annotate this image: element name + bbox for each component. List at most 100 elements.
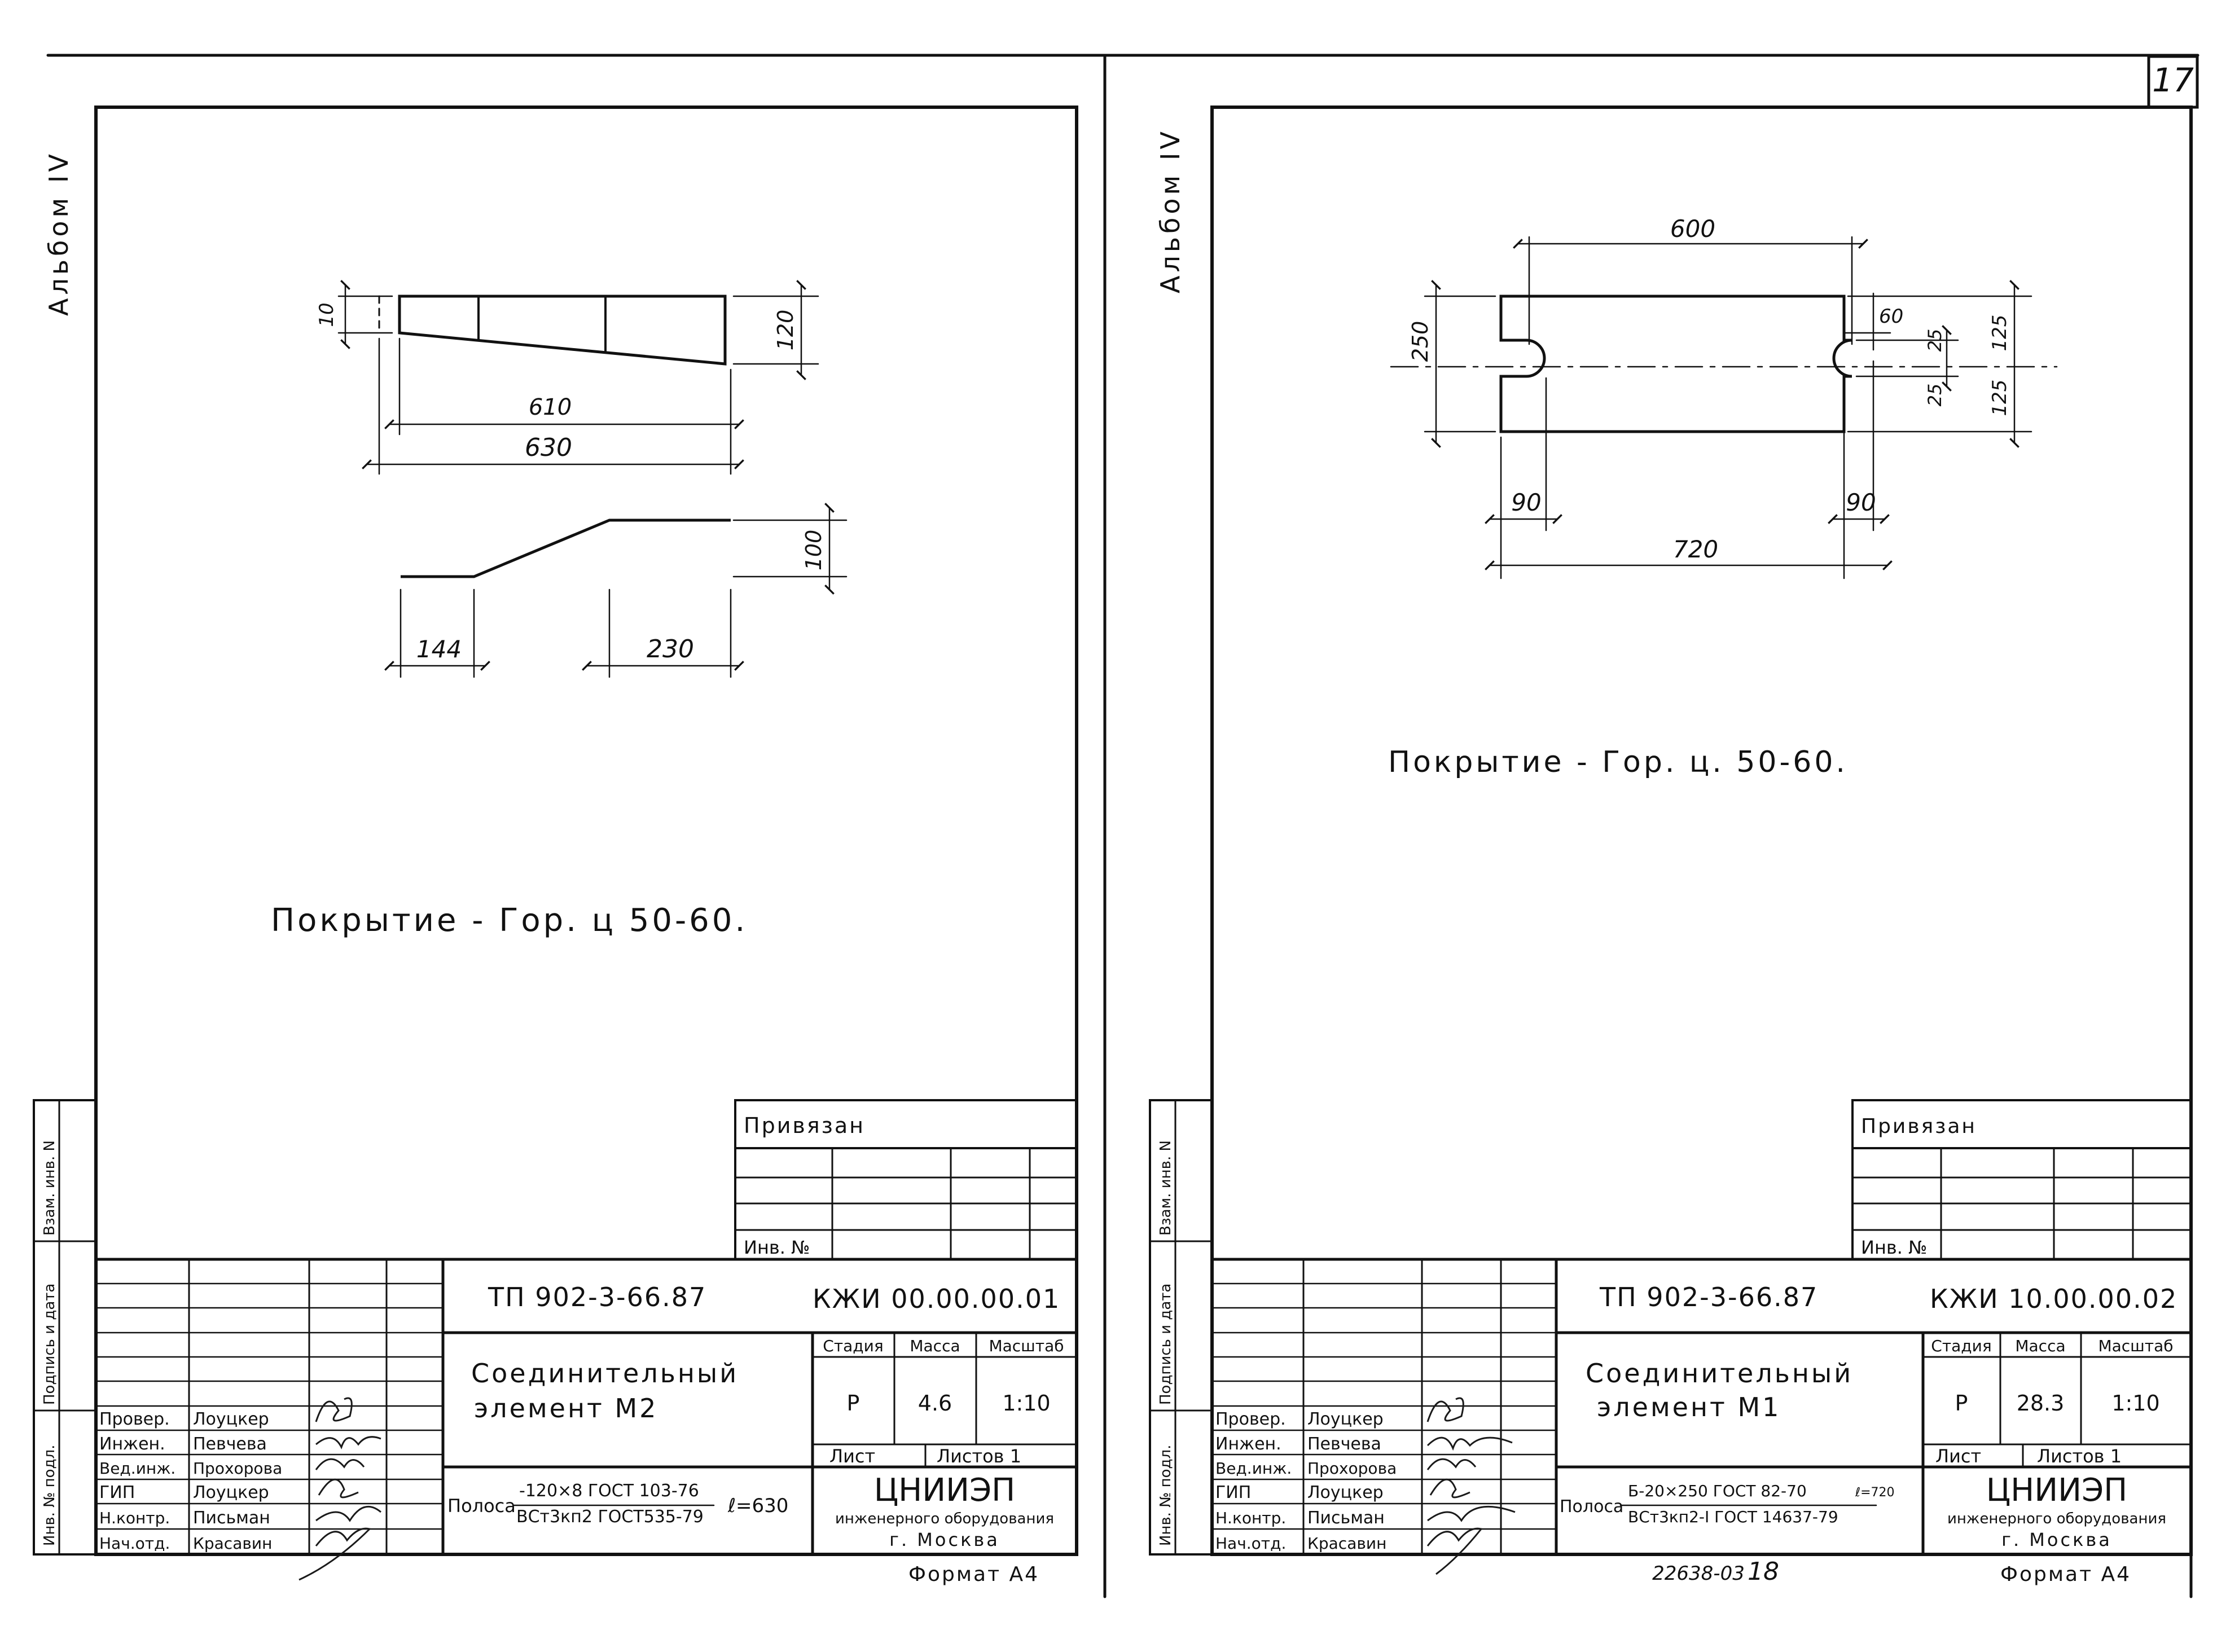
privyazan-block: Привязан Инв. № [734,1099,1078,1260]
svg-text:Масштаб: Масштаб [2098,1337,2173,1355]
org-line2: инженерного оборудования [835,1510,1054,1527]
plate-view: 600 250 60 25 25 125 125 [1390,215,2058,579]
coating-note: Покрытие - Гор. ц 50-60. [271,902,748,939]
material-bottom: ВСт3кп2-I ГОСТ 14637-79 [1628,1508,1838,1526]
coating-note: Покрытие - Гор. ц. 50-60. [1388,745,1848,779]
title-line-1: Соединительный [471,1358,739,1389]
svg-text:ГИП: ГИП [99,1483,135,1502]
title-line-2: элемент М2 [474,1393,658,1423]
title-block: Провер. Лоуцкер Инжен. Певчева Вед.инж. … [1210,1258,2193,1575]
dim-label-144: 144 [416,635,462,663]
side-stamp: Инв. № подл. Подпись и дата Взам. инв. N [33,1099,97,1556]
material-prefix: Полоса [1560,1497,1623,1517]
signatures [298,1397,381,1581]
svg-text:Прохорова: Прохорова [193,1459,282,1478]
svg-text:Провер.: Провер. [1215,1409,1286,1429]
sheet-m2: Альбом IV 10 120 610 630 [33,106,1078,1586]
dim-label-125-lower: 125 [1988,380,2011,416]
svg-text:Лоуцкер: Лоуцкер [1307,1409,1384,1429]
dim-label-90-left: 90 [1511,489,1541,516]
org-line2: инженерного оборудования [1947,1510,2166,1527]
svg-text:Стадия: Стадия [1931,1337,1991,1355]
plate-outline [1499,295,1852,433]
svg-text:Красавин: Красавин [1307,1534,1386,1553]
svg-text:Подпись и дата: Подпись и дата [41,1284,58,1405]
title-line-1: Соединительный [1586,1358,1853,1389]
doc-code: ТП 902-3-66.87 [1599,1282,1818,1312]
svg-text:Н.контр.: Н.контр. [99,1509,170,1527]
format-label: Формат А4 [908,1563,1039,1586]
material-top: Б-20×250 ГОСТ 82-70 [1628,1482,1807,1500]
sheet-number: 17 [2152,61,2194,99]
svg-text:Масштаб: Масштаб [989,1337,1064,1355]
svg-text:Провер.: Провер. [99,1409,170,1429]
archive-stamp: 22638-03 [1652,1562,1745,1585]
side-view: 100 144 230 [384,503,848,678]
org-city: г. Москва [2001,1529,2112,1550]
doc-code: ТП 902-3-66.87 [488,1282,706,1312]
doc-mark: КЖИ 00.00.00.01 [813,1284,1060,1314]
org-name: ЦНИИЭП [1986,1472,2128,1509]
svg-text:Листов 1: Листов 1 [2037,1446,2122,1467]
material-length: ℓ=720 [1855,1486,1895,1500]
side-stamp: Инв. № подл. Подпись и дата Взам. инв. N [1149,1099,1213,1556]
dim-label-120: 120 [773,310,798,351]
signatures [1426,1397,1516,1575]
privyazan-label: Привязан [1861,1115,1977,1138]
material-bottom: ВСт3кп2 ГОСТ535-79 [516,1507,704,1527]
svg-text:Лист: Лист [829,1446,875,1467]
top-view: 10 120 610 630 [315,280,819,475]
sheet-m1: Альбом IV 600 250 60 25 25 [1149,106,2193,1598]
title-line-2: элемент М1 [1597,1392,1781,1422]
svg-text:Инв. № подл.: Инв. № подл. [41,1445,58,1546]
scale-value: 1:10 [1002,1391,1050,1416]
dim-label-230: 230 [647,635,694,664]
stage-value: Р [1955,1391,1968,1416]
dim-label-630: 630 [525,433,572,462]
org-name: ЦНИИЭП [874,1472,1016,1509]
svg-text:Письман: Письман [193,1508,270,1528]
plate-outline [398,295,727,366]
svg-text:Красавин: Красавин [193,1534,272,1553]
privyazan-label: Привязан [744,1113,865,1138]
dim-label-60: 60 [1879,305,1903,328]
svg-text:Подпись и дата: Подпись и дата [1157,1284,1174,1405]
doc-mark: КЖИ 10.00.00.02 [1930,1284,2177,1314]
dim-label-90-right: 90 [1846,489,1876,516]
inv-no-label: Инв. № [1861,1237,1927,1258]
svg-text:Вед.инж.: Вед.инж. [1215,1459,1292,1478]
svg-text:Певчева: Певчева [1307,1434,1381,1454]
svg-text:Вед.инж.: Вед.инж. [99,1459,175,1478]
album-label: Альбом IV [1155,128,1186,293]
dim-label-720: 720 [1673,535,1718,563]
dim-label-125-upper: 125 [1988,315,2011,352]
dim-label-10: 10 [315,302,338,327]
dim-label-610: 610 [529,394,572,420]
material-length: ℓ=630 [727,1495,788,1517]
archive-page: 18 [1748,1557,1779,1586]
inv-no-label: Инв. № [744,1237,810,1258]
title-block: Провер. Лоуцкер Инжен. Певчева Вед.инж. … [94,1258,1078,1581]
svg-text:Инв. № подл.: Инв. № подл. [1157,1445,1174,1546]
svg-text:Н.контр.: Н.контр. [1215,1509,1286,1527]
svg-text:Взам. инв. N: Взам. инв. N [41,1140,58,1236]
plate-profile [401,519,731,578]
dim-label-600: 600 [1670,215,1715,243]
svg-text:Инжен.: Инжен. [99,1434,165,1454]
svg-text:Лист: Лист [1935,1446,1981,1467]
org-city: г. Москва [889,1529,1000,1550]
svg-text:Листов 1: Листов 1 [937,1446,1021,1467]
svg-text:Инжен.: Инжен. [1215,1434,1281,1454]
privyazan-block: Привязан Инв. № [1851,1099,2192,1260]
format-label: Формат А4 [2000,1563,2131,1586]
svg-text:Нач.отд.: Нач.отд. [1215,1534,1286,1553]
svg-text:Стадия: Стадия [823,1337,883,1355]
mass-value: 28.3 [2017,1391,2065,1416]
dim-label-250: 250 [1408,321,1433,362]
dim-label-100: 100 [801,530,826,571]
stage-value: Р [847,1391,860,1416]
dim-label-25-lower: 25 [1924,384,1946,407]
svg-text:Нач.отд.: Нач.отд. [99,1534,170,1553]
svg-text:Взам. инв. N: Взам. инв. N [1157,1140,1174,1236]
